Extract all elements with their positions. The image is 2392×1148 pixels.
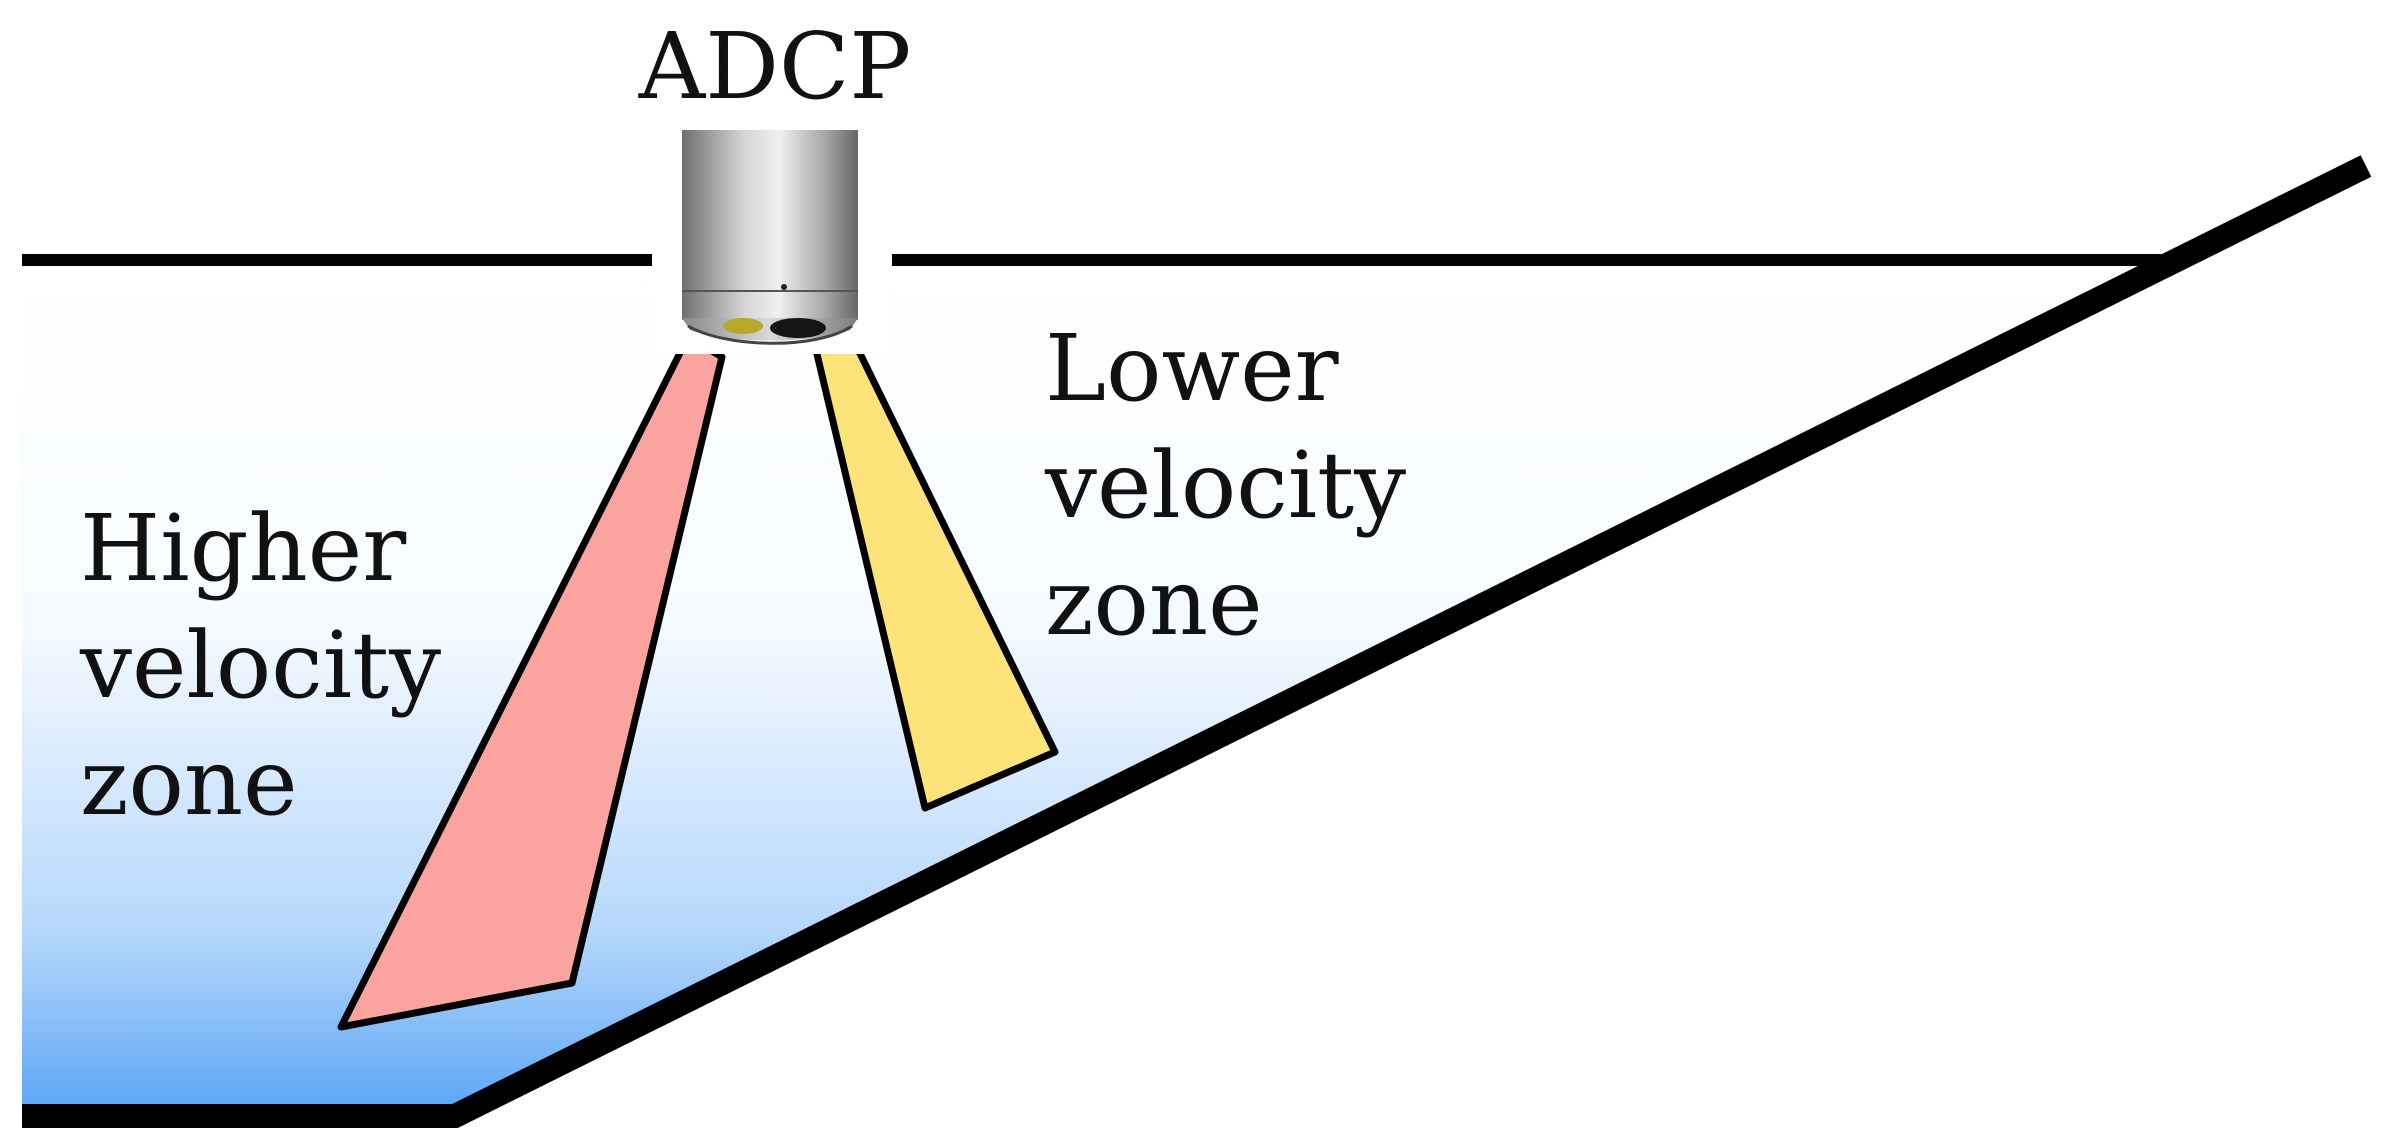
lower-label-line-1: Lower — [1045, 315, 1339, 422]
higher-label-line-1: Higher — [80, 495, 406, 602]
lower-label-line-3: zone — [1045, 549, 1263, 656]
lower-label-line-2: velocity — [1044, 432, 1406, 539]
sensor-window-right — [770, 318, 826, 338]
adcp-sensor-icon — [652, 130, 890, 354]
higher-label-line-2: velocity — [79, 612, 441, 719]
adcp-title: ADCP — [638, 13, 912, 120]
river-bed — [22, 155, 2372, 1128]
lower-velocity-label: Lower velocity zone — [1044, 315, 1406, 656]
sensor-window-left — [723, 318, 763, 334]
higher-velocity-label: Higher velocity zone — [79, 495, 441, 836]
higher-label-line-3: zone — [80, 729, 298, 836]
